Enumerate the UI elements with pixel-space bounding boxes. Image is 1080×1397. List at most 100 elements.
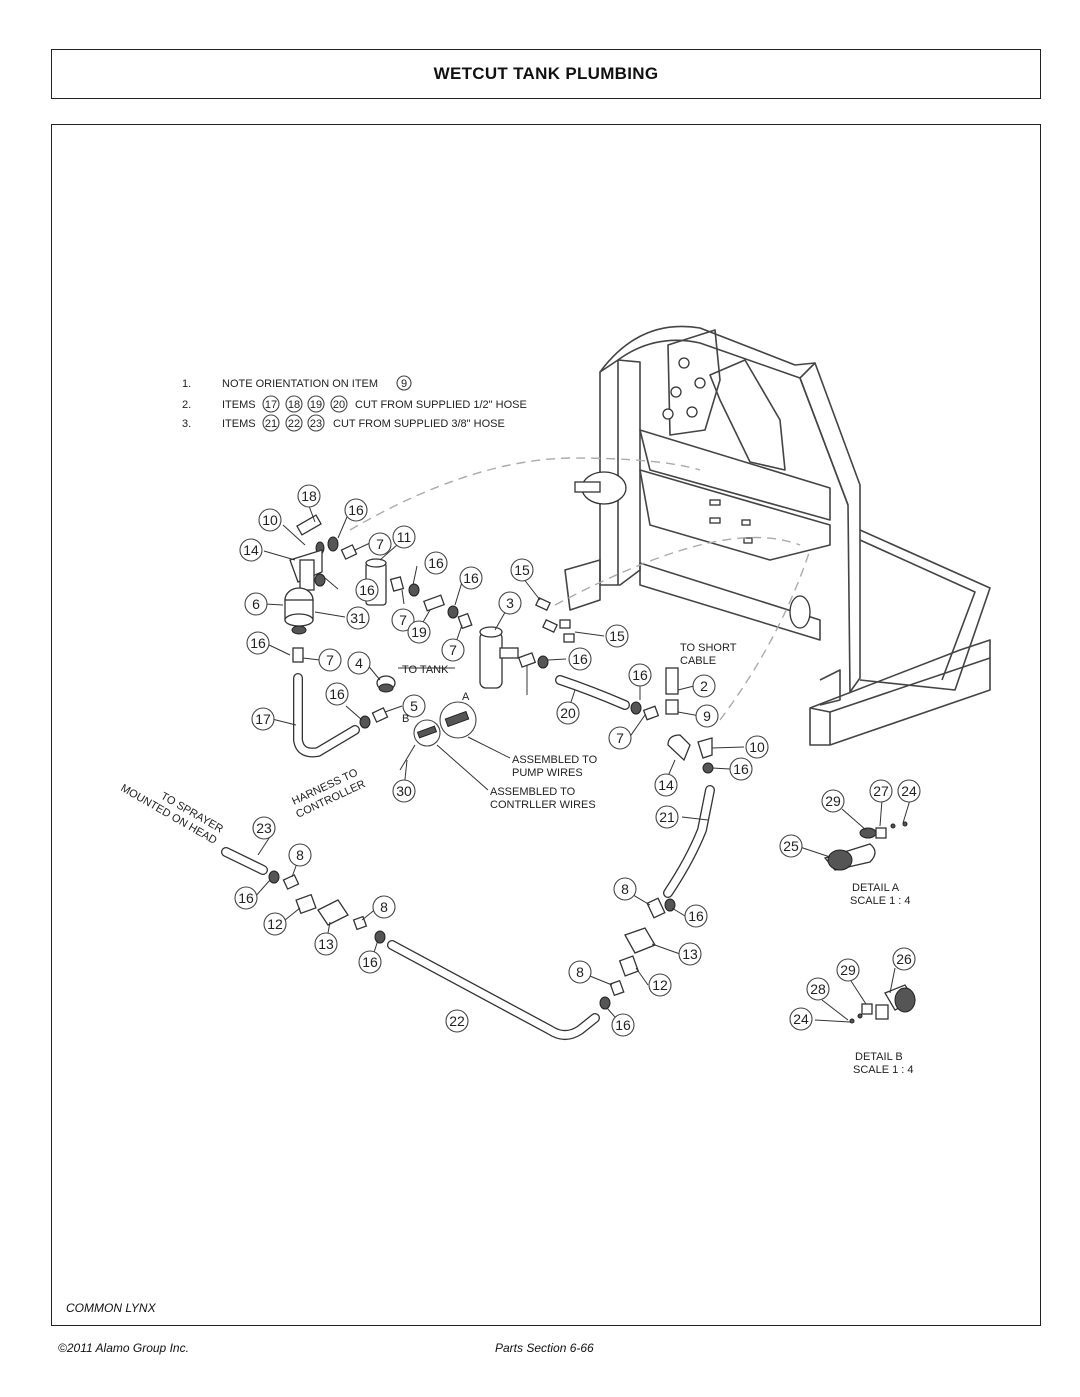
item-bubble-circle bbox=[836, 958, 860, 982]
item-bubble-13: 13 bbox=[314, 932, 338, 956]
note-1-text: NOTE ORIENTATION ON ITEM bbox=[222, 378, 378, 390]
item-number-label: 31 bbox=[350, 610, 366, 626]
item-bubble-circle bbox=[445, 1009, 469, 1033]
item-bubble-7: 7 bbox=[318, 648, 342, 672]
item-bubble-circle bbox=[391, 608, 415, 632]
item-number-label: 27 bbox=[873, 783, 889, 799]
item-bubble-26: 26 bbox=[892, 947, 916, 971]
item-bubble-circle bbox=[869, 779, 893, 803]
item-bubble-circle bbox=[510, 558, 534, 582]
item-bubble-circle bbox=[258, 508, 282, 532]
note-2-text: ITEMS bbox=[222, 399, 256, 411]
detail-a-scale: SCALE 1 : 4 bbox=[850, 895, 911, 907]
detail-b-scale: SCALE 1 : 4 bbox=[853, 1064, 914, 1076]
detail-a-title: DETAIL A bbox=[852, 882, 900, 894]
item-bubble-24: 24 bbox=[789, 1007, 813, 1031]
item-bubble-circle bbox=[611, 1013, 635, 1037]
item-bubble-16: 16 bbox=[729, 757, 753, 781]
note-2-item-20: 20 bbox=[333, 399, 345, 411]
item-bubble-17: 17 bbox=[251, 707, 275, 731]
note-3-item-23: 23 bbox=[310, 418, 322, 430]
item-bubble-circle bbox=[251, 707, 275, 731]
item-bubble-circle bbox=[424, 551, 448, 575]
footer-copyright: ©2011 Alamo Group Inc. bbox=[58, 1341, 189, 1355]
footer-section: COMMON LYNX bbox=[66, 1301, 156, 1315]
item-bubble-29: 29 bbox=[821, 789, 845, 813]
notes-block: 1. NOTE ORIENTATION ON ITEM 9 2. ITEMS 1… bbox=[182, 375, 527, 432]
item-bubble-6: 6 bbox=[244, 592, 268, 616]
item-bubble-circle bbox=[568, 960, 592, 984]
item-bubble-30: 30 bbox=[392, 779, 416, 803]
item-bubble-circle bbox=[392, 525, 416, 549]
item-bubble-circle bbox=[358, 950, 382, 974]
item-bubble-28: 28 bbox=[806, 977, 830, 1001]
item-number-label: 24 bbox=[901, 783, 917, 799]
item-bubble-8: 8 bbox=[372, 895, 396, 919]
item-number-label: 7 bbox=[399, 612, 407, 628]
letter-a: A bbox=[462, 691, 470, 703]
item-number-label: 16 bbox=[362, 954, 378, 970]
item-bubble-16: 16 bbox=[355, 578, 379, 602]
note-2-item-19: 19 bbox=[310, 399, 322, 411]
item-number-label: 8 bbox=[296, 847, 304, 863]
item-bubble-16: 16 bbox=[344, 498, 368, 522]
item-bubble-circle bbox=[318, 648, 342, 672]
item-bubble-circle bbox=[605, 624, 629, 648]
item-bubble-16: 16 bbox=[628, 663, 652, 687]
item-bubble-circle bbox=[441, 638, 465, 662]
item-bubble-8: 8 bbox=[613, 877, 637, 901]
item-bubble-18: 18 bbox=[297, 484, 321, 508]
item-number-label: 9 bbox=[703, 708, 711, 724]
item-number-label: 7 bbox=[449, 642, 457, 658]
page-title-box: WETCUT TANK PLUMBING bbox=[51, 49, 1041, 99]
item-bubble-circle bbox=[692, 674, 716, 698]
page-title: WETCUT TANK PLUMBING bbox=[433, 64, 659, 83]
item-bubble-circle bbox=[346, 606, 370, 630]
item-number-label: 15 bbox=[514, 562, 530, 578]
item-bubble-circle bbox=[648, 973, 672, 997]
item-number-label: 15 bbox=[609, 628, 625, 644]
item-bubble-circle bbox=[244, 592, 268, 616]
item-bubble-9: 9 bbox=[695, 704, 719, 728]
item-number-label: 8 bbox=[576, 964, 584, 980]
note-2-num: 2. bbox=[182, 399, 191, 411]
assembled-ctrl-label-1: ASSEMBLED TO bbox=[490, 786, 576, 798]
note-3-tail: CUT FROM SUPPLIED 3/8" HOSE bbox=[333, 418, 505, 430]
item-bubble-7: 7 bbox=[391, 608, 415, 632]
item-number-label: 16 bbox=[733, 761, 749, 777]
footer-page-number: Parts Section 6-66 bbox=[495, 1341, 594, 1355]
item-bubble-circle bbox=[568, 647, 592, 671]
item-bubble-circle bbox=[325, 682, 349, 706]
parts-drawings bbox=[221, 514, 916, 1040]
assembled-ctrl-label-2: CONTRLLER WIRES bbox=[490, 799, 596, 811]
detail-b-title: DETAIL B bbox=[855, 1051, 903, 1063]
item-bubble-circle bbox=[613, 877, 637, 901]
item-number-label: 25 bbox=[783, 838, 799, 854]
item-number-label: 16 bbox=[348, 502, 364, 518]
item-bubble-12: 12 bbox=[648, 973, 672, 997]
item-bubble-circle bbox=[678, 942, 702, 966]
item-bubble-circle bbox=[234, 886, 258, 910]
note-3-text: ITEMS bbox=[222, 418, 256, 430]
item-number-label: 14 bbox=[658, 777, 674, 793]
item-bubble-15: 15 bbox=[605, 624, 629, 648]
item-number-label: 19 bbox=[411, 624, 427, 640]
item-bubble-21: 21 bbox=[655, 805, 679, 829]
diagram-frame bbox=[51, 124, 1041, 1326]
item-bubble-15: 15 bbox=[510, 558, 534, 582]
item-bubble-24: 24 bbox=[897, 779, 921, 803]
item-bubble-7: 7 bbox=[368, 532, 392, 556]
item-number-label: 16 bbox=[463, 570, 479, 586]
item-number-label: 6 bbox=[252, 596, 260, 612]
item-number-label: 3 bbox=[506, 595, 514, 611]
item-number-label: 16 bbox=[238, 890, 254, 906]
item-bubble-16: 16 bbox=[234, 886, 258, 910]
item-bubble-circle bbox=[263, 912, 287, 936]
item-number-label: 8 bbox=[380, 899, 388, 915]
item-bubble-4: 4 bbox=[347, 651, 371, 675]
item-bubble-circle bbox=[402, 694, 426, 718]
item-number-label: 18 bbox=[301, 488, 317, 504]
item-bubble-22: 22 bbox=[445, 1009, 469, 1033]
item-bubble-16: 16 bbox=[325, 682, 349, 706]
